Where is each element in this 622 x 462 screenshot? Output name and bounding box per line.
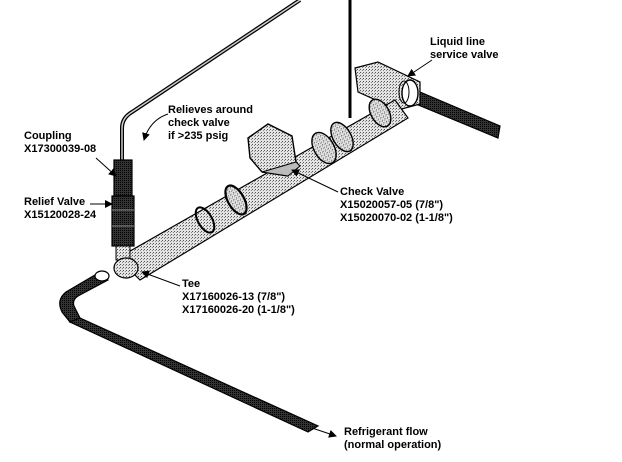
refrigerant-flow-label: Refrigerant flow (normal operation) [344, 426, 441, 452]
label-line: check valve [168, 117, 230, 129]
lower-pipe [59, 270, 320, 433]
liquid-line-pipe [415, 91, 501, 139]
tee-fitting [113, 257, 139, 279]
relief-valve-assembly [111, 159, 135, 261]
check-valve-label: Check Valve X15020057-05 (7/8") X1502007… [340, 186, 453, 225]
label-line: Liquid line [430, 36, 485, 48]
label-line: X15020057-05 (7/8") [340, 199, 444, 211]
label-line: X17160026-20 (1-1/8") [182, 304, 295, 316]
label-line: Relief Valve [24, 196, 86, 208]
label-line: if >235 psig [168, 130, 229, 142]
check-valve-body [247, 123, 301, 177]
service-valve [354, 61, 421, 111]
label-line: X15120028-24 [24, 209, 97, 221]
label-line: (normal operation) [344, 439, 442, 451]
leader-lines [90, 59, 433, 438]
tee-label: Tee X17160026-13 (7/8") X17160026-20 (1-… [182, 278, 295, 317]
label-line: Tee [182, 278, 201, 290]
liquid-line-service-valve-label: Liquid line service valve [430, 36, 499, 62]
relief-valve-label: Relief Valve X15120028-24 [24, 196, 96, 222]
relieves-around-label: Relieves around check valve if >235 psig [168, 104, 253, 143]
main-pipe [117, 98, 409, 281]
label-line: Refrigerant flow [344, 426, 428, 438]
label-line: service valve [430, 49, 499, 61]
label-line: X17300039-08 [24, 143, 97, 155]
label-line: X17160026-13 (7/8") [182, 291, 286, 303]
label-line: X15020070-02 (1-1/8") [340, 212, 453, 224]
relief-line [120, 0, 302, 162]
label-line: Check Valve [340, 186, 405, 198]
label-line: Coupling [24, 130, 72, 142]
coupling-label: Coupling X17300039-08 [24, 130, 96, 156]
label-line: Relieves around [168, 104, 253, 116]
